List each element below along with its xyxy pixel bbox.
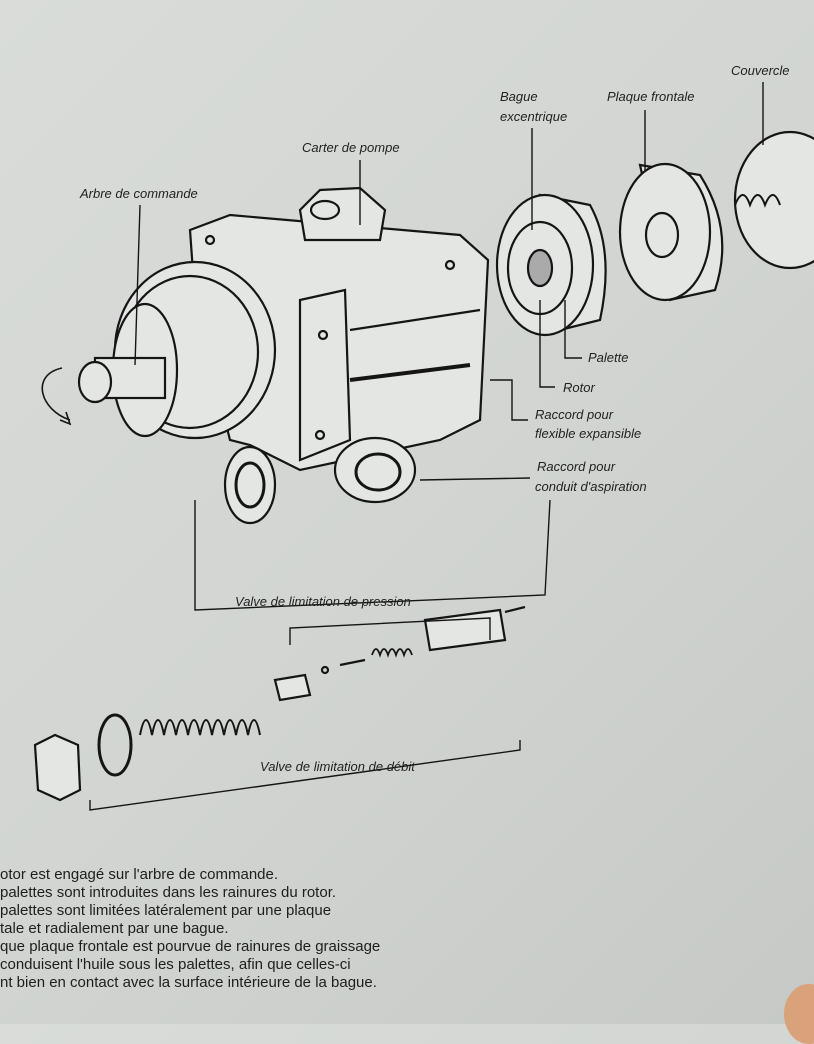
text-line: palettes sont limitées latéralement par … (0, 902, 332, 919)
label-raccord-flexible-2: flexible expansible (535, 426, 642, 441)
leader-lines (134, 82, 764, 481)
label-carter-de-pompe: Carter de pompe (302, 140, 400, 155)
label-rotor: Rotor (563, 380, 595, 395)
label-arbre-de-commande: Arbre de commande (80, 186, 198, 201)
label-plaque-frontale: Plaque frontale (607, 89, 695, 104)
label-bague-2: excentrique (500, 109, 568, 124)
label-raccord-aspiration-2: conduit d'aspiration (535, 479, 647, 494)
label-bague-1: Bague (500, 89, 538, 104)
text-line: otor est engagé sur l'arbre de commande. (0, 866, 279, 883)
label-palette: Palette (588, 350, 629, 365)
label-raccord-flexible-1: Raccord pour (535, 407, 614, 422)
cover (733, 130, 814, 270)
label-raccord-aspiration-1: Raccord pour (537, 459, 616, 474)
pump-exploded-diagram (33, 82, 814, 811)
eccentric-ring (495, 193, 607, 337)
body-text: otor est engagé sur l'arbre de commande.… (0, 866, 380, 992)
text-line: que plaque frontale est pourvue de rainu… (0, 938, 381, 955)
text-line: nt bien en contact avec la surface intér… (0, 974, 377, 991)
finger (784, 984, 814, 1044)
label-valve-pression: Valve de limitation de pression (235, 594, 411, 609)
valve-parts (33, 499, 551, 811)
text-line: conduisent l'huile sous les palettes, af… (0, 956, 351, 973)
ports (223, 436, 417, 525)
front-plate (618, 162, 724, 302)
drive-shaft (41, 260, 277, 440)
text-line: palettes sont introduites dans les rainu… (0, 884, 337, 901)
label-valve-debit: Valve de limitation de débit (260, 759, 415, 774)
pump-housing (188, 186, 490, 472)
label-couvercle: Couvercle (731, 63, 790, 78)
text-line: tale et radialement par une bague. (0, 920, 229, 937)
